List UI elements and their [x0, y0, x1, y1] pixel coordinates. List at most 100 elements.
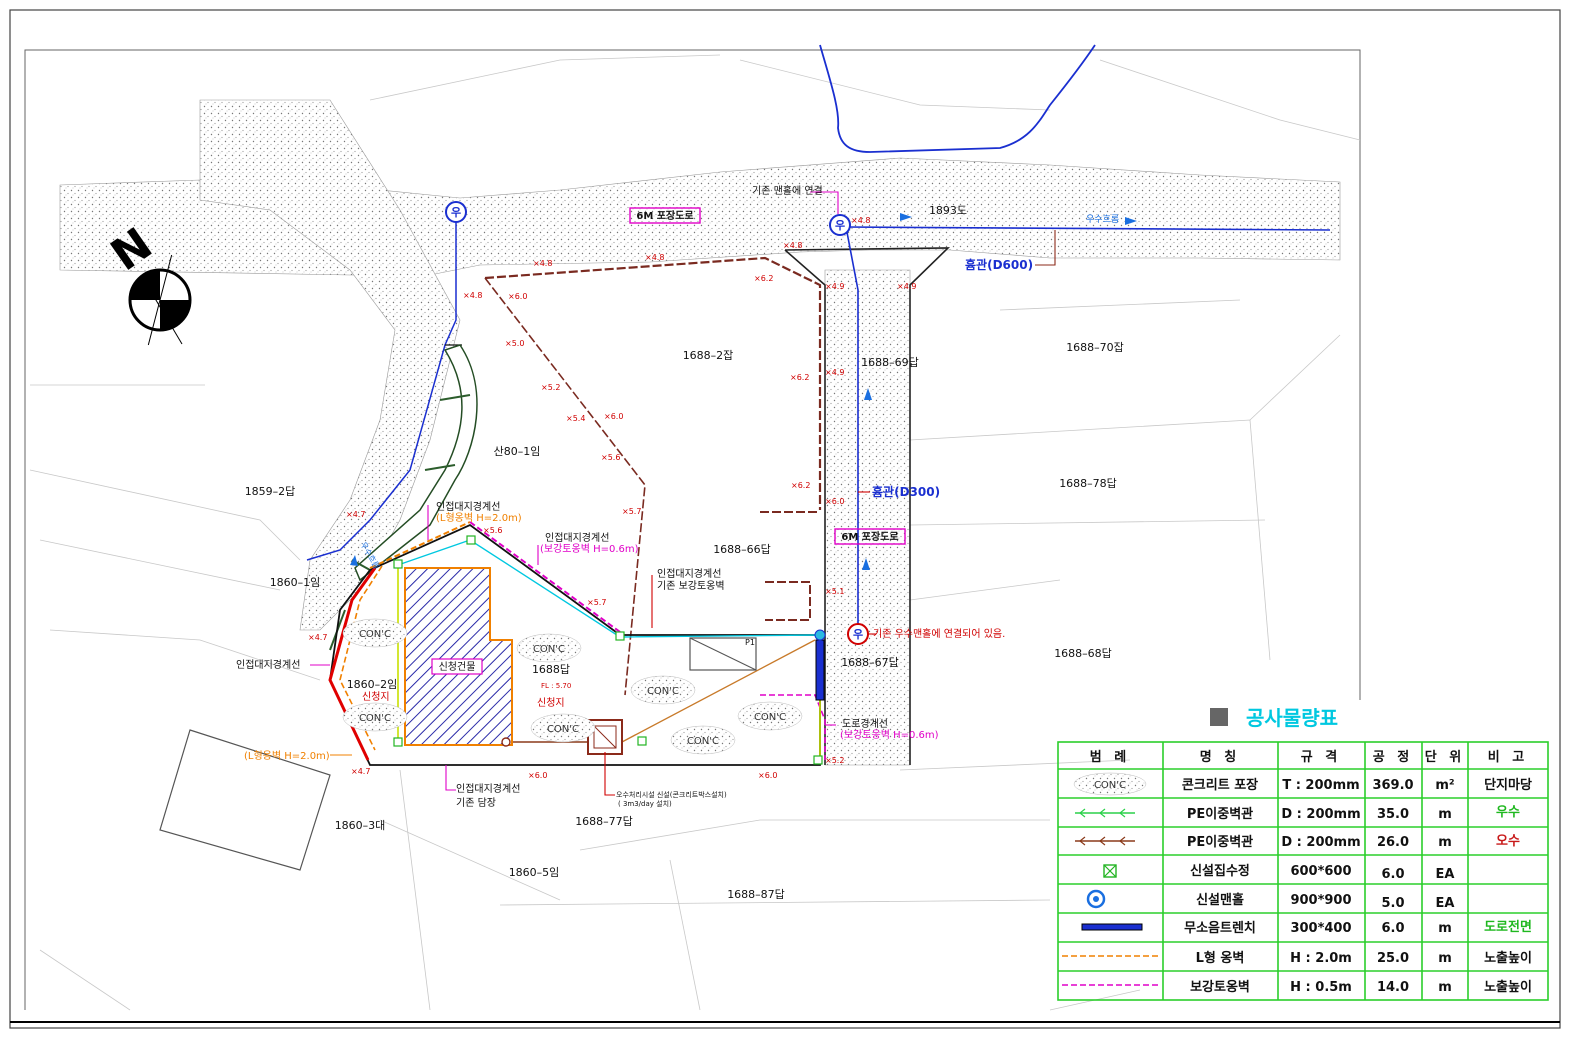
lot-label: 산80–1임: [494, 445, 541, 458]
legend-pe-sewage: [1075, 836, 1135, 846]
table-cell-qty: 14.0: [1377, 980, 1409, 995]
new-building: [404, 567, 513, 746]
catch-basins: [393, 535, 823, 765]
elevation: ×6.0: [528, 771, 547, 780]
pipe-left: [306, 212, 457, 561]
legend-conc: [1073, 772, 1147, 796]
boundary-slope: [484, 277, 646, 696]
road-right: [824, 269, 911, 766]
table-header: 범 례: [1090, 749, 1130, 765]
table-title: 공사물량표: [1246, 706, 1338, 730]
elevation: ×4.7: [308, 633, 327, 642]
conc-blobs: [342, 618, 803, 755]
boundary-note-5: 인접대지경계선: [456, 782, 520, 795]
table-cell-spec: D : 200mm: [1281, 835, 1360, 850]
table-cell-unit: m: [1438, 835, 1452, 850]
table-cell-name: PE이중벽관: [1187, 834, 1253, 850]
boundary-1688-2: [484, 256, 822, 510]
elevation: ×5.4: [566, 414, 585, 423]
lot-label: 1688–66답: [713, 543, 771, 556]
legend-conc-label: CON'C: [1094, 780, 1126, 791]
hume-d600-label: 흄관(D600): [965, 257, 1033, 272]
trench: [815, 639, 825, 701]
table-header: 규 격: [1301, 750, 1341, 765]
table-cell-qty: 26.0: [1377, 835, 1409, 850]
elevation: ×4.8: [463, 291, 482, 300]
table-cell-qty: 5.0: [1381, 896, 1404, 911]
connect-existing-note: 기존 맨홀에 연결: [752, 184, 823, 197]
slope-area: [354, 344, 478, 582]
table-cell-note: 노출높이: [1484, 979, 1532, 995]
table-cell-spec: 900*900: [1290, 893, 1351, 908]
lot-label: 1688–77답: [575, 815, 633, 828]
legend-trench: [1081, 923, 1143, 931]
table-cell-qty: 25.0: [1377, 951, 1409, 966]
conc-label: CON'C: [359, 629, 391, 640]
manhole-left: 우: [445, 201, 467, 223]
elevation: ×4.9: [825, 282, 844, 291]
sewage-box-inner: [593, 725, 617, 749]
table-cell-name: 신설집수정: [1190, 863, 1250, 879]
table-cell-spec: H : 0.5m: [1290, 980, 1352, 995]
elevation: ×6.0: [604, 412, 623, 421]
elevation: ×5.7: [622, 507, 641, 516]
elevation: ×4.8: [783, 241, 802, 250]
elevation: ×6.0: [508, 292, 527, 301]
table-cell-unit: m: [1438, 980, 1452, 995]
building-label-box: [431, 658, 483, 675]
elevation: ×4.7: [346, 510, 365, 519]
table-cell-qty: 6.0: [1381, 921, 1404, 936]
building-1860-3: [159, 729, 331, 871]
table-cell-name: 무소음트렌치: [1184, 920, 1256, 936]
table-header: 비 고: [1488, 750, 1528, 765]
table-cell-unit: EA: [1436, 867, 1455, 882]
reinforced-wall: [469, 521, 621, 633]
table-cell-spec: 600*600: [1290, 864, 1351, 879]
outer-frame: [9, 9, 1561, 1029]
elevation: ×4.9: [825, 368, 844, 377]
inner-frame: [24, 49, 1361, 1010]
conc-label: CON'C: [359, 713, 391, 724]
site-label-1: 신청지: [362, 691, 390, 703]
lot-label: 1688답: [532, 663, 570, 676]
boundary-1688-66b: [765, 581, 811, 621]
table-title-square: [1210, 708, 1228, 726]
table-cell-qty: 6.0: [1381, 867, 1404, 882]
l-wall-top: [369, 521, 471, 569]
table-header: 공 정: [1373, 749, 1413, 765]
lot-label: 1688–78답: [1059, 477, 1117, 490]
sewage-note-1: 오수처리시설 신설(콘크리트박스설치): [616, 790, 727, 799]
elevation: ×5.7: [587, 598, 606, 607]
table-cell-unit: m: [1438, 951, 1452, 966]
sewage-node: [501, 737, 511, 747]
table-cell-note: 우수: [1496, 805, 1520, 820]
elevation: ×5.0: [505, 339, 524, 348]
elevation: ×5.6: [483, 526, 502, 535]
table-cell-note: 단지마당: [1484, 777, 1532, 793]
elevation: ×5.1: [825, 587, 844, 596]
boundary-note-5-sub: 기존 담장: [456, 797, 496, 809]
lot-label: 1860–5임: [509, 866, 560, 879]
table-cell-spec: H : 2.0m: [1290, 951, 1352, 966]
lot-label: 1860–2임: [347, 678, 398, 691]
pe-rain-pipe: [397, 539, 819, 638]
boundary-note-1: 인접대지경계선: [436, 500, 500, 513]
road-right-box: [834, 528, 906, 545]
road-right-label: 6M 포장도로: [841, 530, 898, 543]
elevation: ×4.8: [851, 216, 870, 225]
manhole-right: 우: [847, 623, 869, 645]
table-cell-spec: T : 200mm: [1282, 778, 1359, 793]
hume-d300-label: 흄관(D300): [872, 484, 940, 499]
road-top-label: 6M 포장도로: [636, 209, 693, 222]
boundary-note-3: 인접대지경계선: [657, 567, 721, 580]
elevation: ×6.0: [758, 771, 777, 780]
elevation: ×6.2: [791, 481, 810, 490]
elevation: ×5.2: [825, 756, 844, 765]
legend-manhole: [1086, 889, 1106, 909]
table-cell-qty: 35.0: [1377, 807, 1409, 822]
boundary-note-4: 인접대지경계선: [236, 658, 300, 671]
elevation: ×6.0: [825, 497, 844, 506]
boundary-note-2-sub: (보강토옹벽 H=0.6m): [540, 543, 639, 555]
manhole-top: 우: [829, 214, 851, 236]
elevation: ×6.2: [754, 274, 773, 283]
